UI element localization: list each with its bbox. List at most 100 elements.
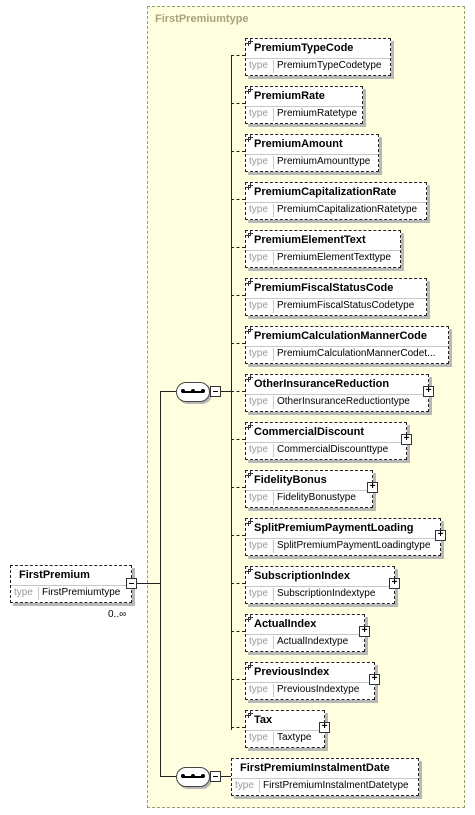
root-element[interactable]: FirstPremium type FirstPremiumtype (10, 565, 132, 603)
element-name: OtherInsuranceReduction (254, 378, 390, 390)
expand-icon[interactable]: + (367, 482, 378, 493)
required-marker-icon (246, 471, 253, 478)
element-name: PremiumCalculationMannerCode (254, 330, 427, 342)
expand-icon[interactable]: + (319, 722, 330, 733)
element-name: CommercialDiscount (254, 426, 365, 438)
connector-line (231, 583, 245, 584)
element-name: PremiumFiscalStatusCode (254, 282, 394, 294)
element-name: Tax (254, 714, 273, 726)
required-marker-icon (246, 375, 253, 382)
required-marker-icon (246, 711, 253, 718)
connector-line (231, 103, 245, 104)
type-key: type (249, 396, 268, 407)
type-value: PremiumFiscalStatusCodetype (277, 300, 415, 311)
element-name: PremiumElementText (254, 234, 366, 246)
required-marker-icon (246, 423, 253, 430)
type-value: PremiumCalculationMannerCodet... (277, 348, 436, 359)
complex-type-label: FirstPremiumtype (155, 13, 249, 25)
type-value: PremiumTypeCodetype (277, 60, 382, 71)
type-value: ActualIndextype (277, 636, 349, 647)
required-marker-icon (246, 327, 253, 334)
type-key: type (249, 204, 268, 215)
element-name: PremiumRate (254, 90, 325, 102)
required-marker-icon (246, 663, 253, 670)
type-key: type (249, 732, 268, 743)
sequence-compositor-icon[interactable] (176, 767, 210, 787)
connector-line (231, 487, 245, 488)
type-key: type (249, 348, 268, 359)
type-key: type (249, 588, 268, 599)
type-value: FirstPremiumInstalmentDatetype (263, 780, 409, 791)
connector-line (231, 151, 245, 152)
connector-line (231, 727, 245, 728)
element-name: FidelityBonus (254, 474, 327, 486)
connector-line (231, 679, 245, 680)
type-key: type (249, 684, 268, 695)
collapse-icon[interactable] (126, 578, 137, 589)
element-name: ActualIndex (254, 618, 317, 630)
type-value: PremiumCapitalizationRatetype (277, 204, 418, 215)
type-key: type (249, 108, 268, 119)
connector-line (231, 535, 245, 536)
required-marker-icon (246, 279, 253, 286)
connector-line (231, 343, 245, 344)
multiplicity: 0..∞ (108, 609, 127, 620)
type-value: FirstPremiumtype (42, 587, 121, 598)
type-key: type (249, 444, 268, 455)
type-value: PreviousIndextype (277, 684, 360, 695)
connector-line (231, 295, 245, 296)
type-value: PremiumRatetype (277, 108, 358, 119)
connector-line (231, 247, 245, 248)
type-value: SubscriptionIndextype (277, 588, 376, 599)
schema-element[interactable]: PremiumCalculationMannerCode type PremiumC… (245, 326, 449, 364)
type-value: OtherInsuranceReductiontype (277, 396, 410, 407)
required-marker-icon (246, 135, 253, 142)
type-key: type (249, 156, 268, 167)
connector-line (231, 55, 245, 56)
type-value: PremiumAmounttype (277, 156, 371, 167)
connector-line (231, 631, 245, 632)
type-value: SplitPremiumPaymentLoadingtype (277, 540, 431, 551)
element-name: PremiumAmount (254, 138, 343, 150)
type-value: FidelityBonustype (277, 492, 356, 503)
expand-icon[interactable]: + (423, 386, 434, 397)
type-value: Taxtype (277, 732, 312, 743)
type-key: type (235, 780, 254, 791)
expand-icon[interactable]: + (401, 434, 412, 445)
type-value: CommercialDiscounttype (277, 444, 389, 455)
collapse-icon[interactable] (210, 771, 221, 782)
element-name: SplitPremiumPaymentLoading (254, 522, 414, 534)
required-marker-icon (246, 183, 253, 190)
expand-icon[interactable]: + (359, 626, 370, 637)
required-marker-icon (246, 519, 253, 526)
collapse-icon[interactable] (210, 386, 221, 397)
element-name: FirstPremium (19, 569, 90, 581)
expand-icon[interactable]: + (389, 578, 400, 589)
required-marker-icon (246, 87, 253, 94)
required-marker-icon (246, 567, 253, 574)
required-marker-icon (246, 231, 253, 238)
sequence-compositor-icon[interactable] (176, 382, 210, 402)
element-name: SubscriptionIndex (254, 570, 350, 582)
type-key: type (249, 540, 268, 551)
element-name: PreviousIndex (254, 666, 330, 678)
expand-icon[interactable]: + (369, 674, 380, 685)
expand-icon[interactable]: + (435, 530, 446, 541)
element-name: FirstPremiumInstalmentDate (240, 762, 390, 774)
type-key: type (249, 60, 268, 71)
